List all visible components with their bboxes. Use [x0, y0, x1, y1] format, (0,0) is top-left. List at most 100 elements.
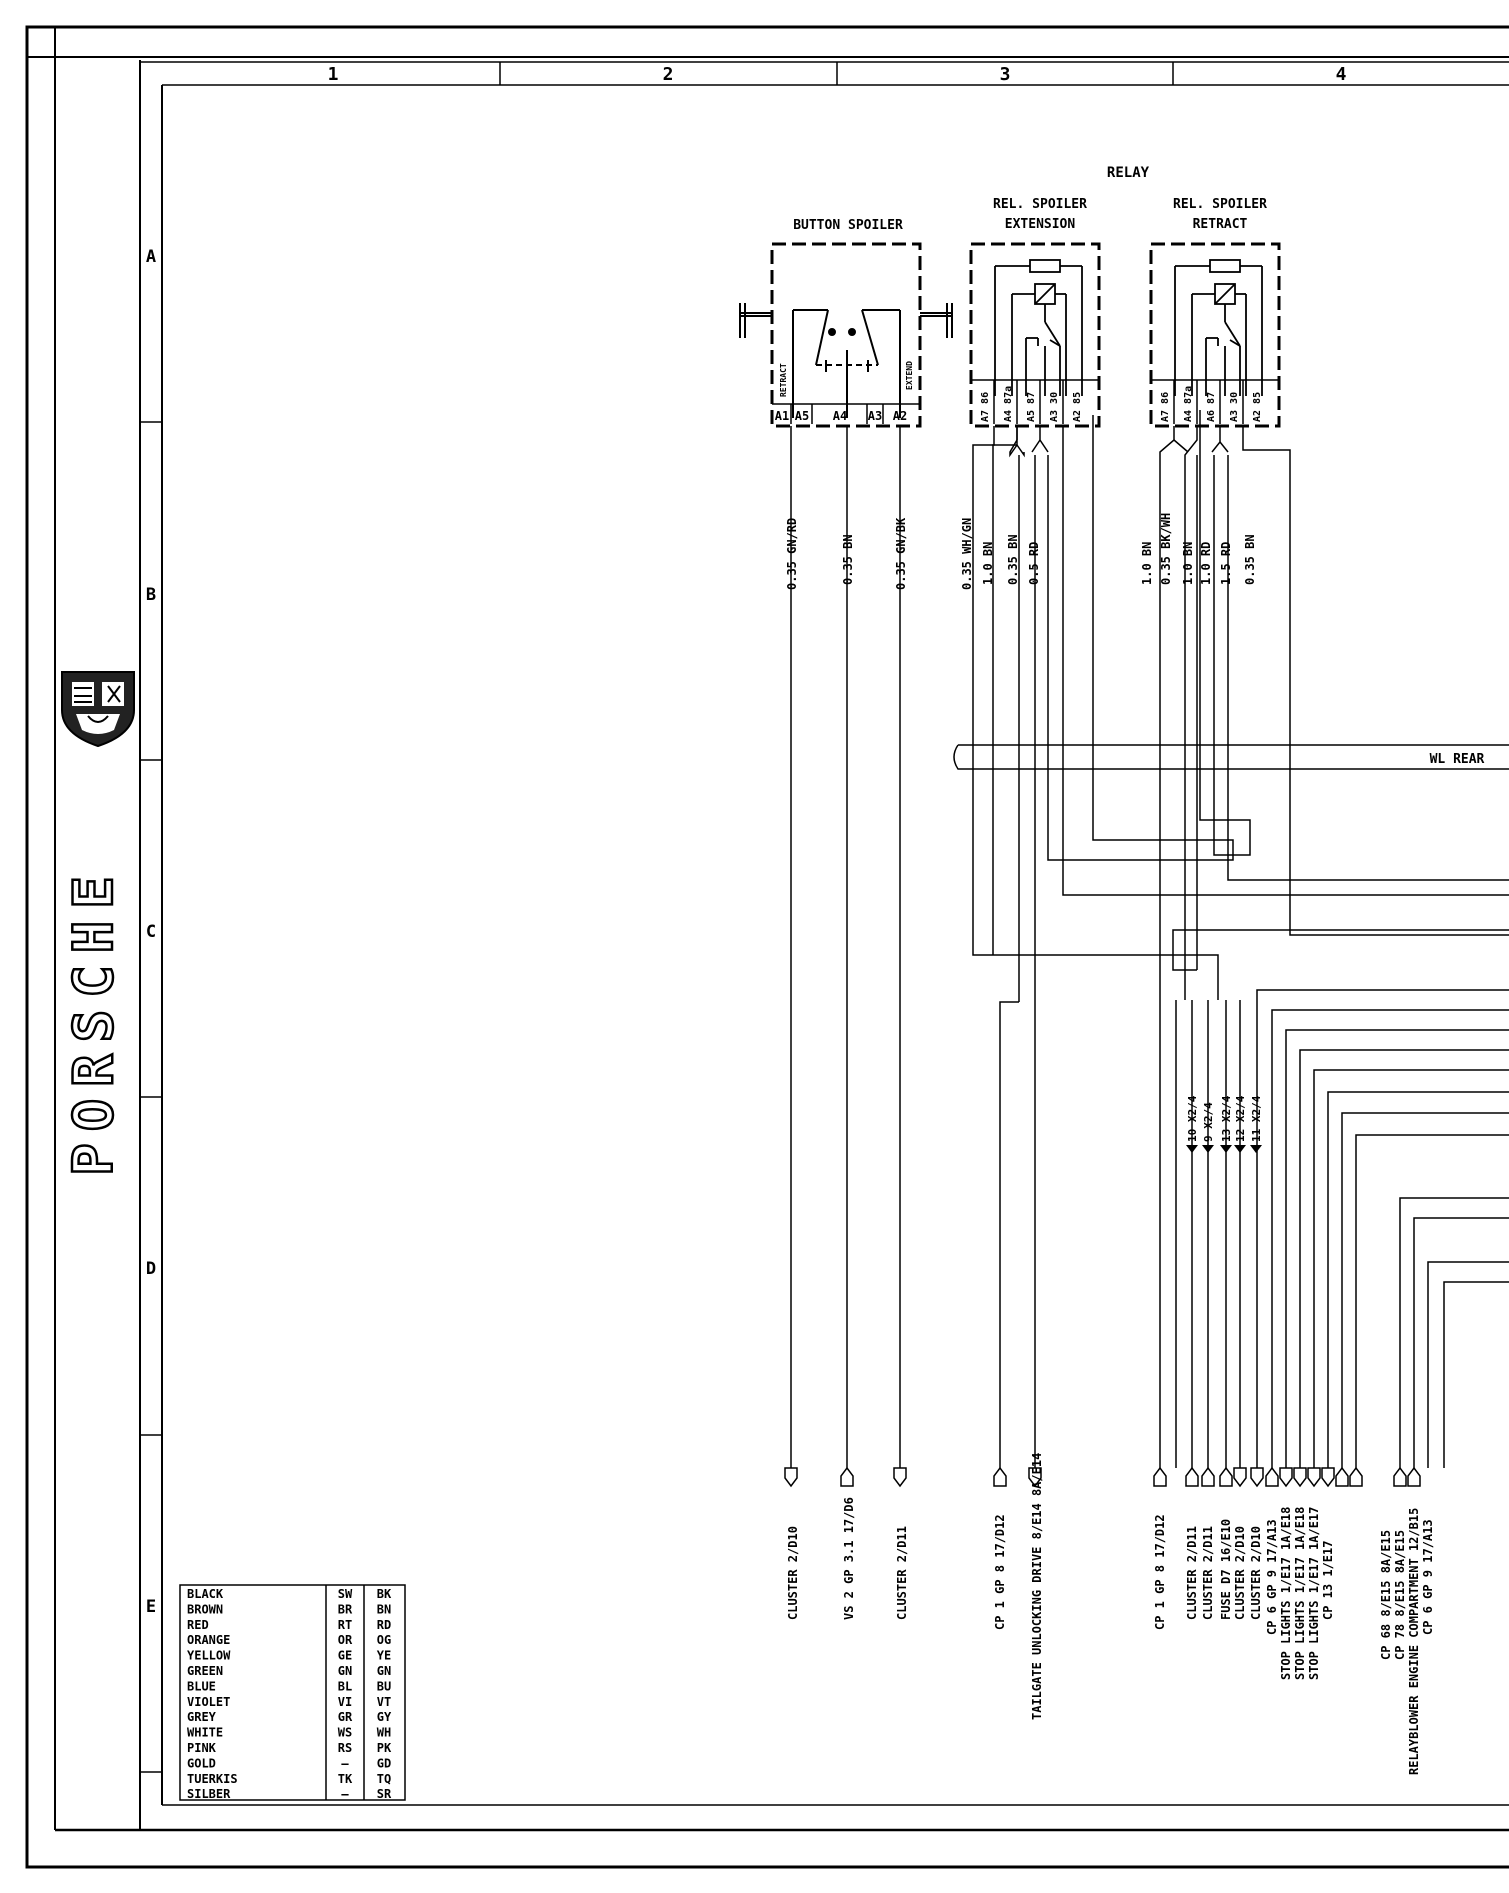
wire-label-ext-4: 0.5 RD	[1027, 542, 1041, 585]
relay-extension-symbol	[994, 259, 1083, 396]
legend-de-green: GN	[338, 1664, 352, 1678]
relay-retract-pin-85: A2 85	[1252, 392, 1263, 422]
destination-label: CLUSTER 2/D11	[1185, 1526, 1199, 1620]
legend-name-tuerkis: TUERKIS	[187, 1772, 238, 1786]
legend-de-yellow: GE	[338, 1649, 352, 1663]
relay-retract-pin-87a: A4 87a	[1183, 386, 1194, 422]
legend-name-red: RED	[187, 1618, 209, 1632]
legend-de-tuerkis: TK	[338, 1772, 353, 1786]
destination-label: RELAYBLOWER ENGINE COMPARTMENT 12/B15	[1407, 1508, 1421, 1775]
legend-name-violet: VIOLET	[187, 1695, 230, 1709]
legend-en-grey: GY	[377, 1710, 392, 1724]
legend-name-yellow: YELLOW	[187, 1649, 231, 1663]
button-spoiler-switch-symbol	[739, 303, 953, 418]
relay-extension-pin-86: A7 86	[980, 392, 991, 422]
grid-row-A: A	[146, 247, 156, 267]
legend-en-green: GN	[377, 1664, 391, 1678]
legend-en-blue: BU	[377, 1679, 391, 1693]
wire-label-button-2: 0.35 BN	[841, 534, 855, 585]
legend-en-orange: OG	[377, 1633, 391, 1647]
relay-extension-pin-row	[971, 379, 1099, 424]
legend-name-brown: BROWN	[187, 1602, 223, 1616]
destination-label: FUSE D7 16/E10	[1219, 1519, 1233, 1620]
legend-en-brown: BN	[377, 1602, 391, 1616]
legend-en-silber: SR	[377, 1787, 392, 1801]
destination-label: CP 1 GP 8 17/D12	[993, 1514, 1007, 1630]
grid-row-C: C	[146, 922, 156, 942]
relay-extension-pin-30: A3 30	[1049, 392, 1060, 422]
legend-en-gold: GD	[377, 1756, 391, 1770]
legend-en-tuerkis: TQ	[377, 1772, 391, 1786]
button-spoiler-pin-a5: A5	[795, 409, 809, 423]
legend-de-brown: BR	[338, 1602, 353, 1616]
legend-name-orange: ORANGE	[187, 1633, 230, 1647]
grid-row-B: B	[146, 585, 156, 605]
button-spoiler-pin-row	[772, 403, 920, 424]
wire-network	[790, 410, 1509, 1468]
wire-label-ret-5: 1.5 RD	[1219, 542, 1233, 585]
legend-name-blue: BLUE	[187, 1679, 216, 1693]
relay-retract-pin-row	[1151, 379, 1279, 424]
destination-label: CLUSTER 2/D10	[1249, 1526, 1263, 1620]
wire-label-ret-3: 1.0 BN	[1181, 542, 1195, 585]
destination-label: CLUSTER 2/D10	[786, 1526, 800, 1620]
legend-en-yellow: YE	[377, 1649, 391, 1663]
wire-label-ret-4: 1.0 RD	[1199, 542, 1213, 585]
legend-name-green: GREEN	[187, 1664, 223, 1678]
legend-en-pink: PK	[377, 1741, 392, 1755]
button-spoiler-box	[770, 242, 922, 428]
relay-extension-box	[969, 242, 1101, 428]
grid-row-D: D	[146, 1259, 156, 1279]
button-spoiler-pin-a1: A1	[775, 409, 789, 423]
destination-label: STOP LIGHTS 1/E17 1A/E18	[1293, 1507, 1307, 1680]
wire-label-button-1: 0.35 GN/RD	[785, 518, 799, 590]
legend-name-white: WHITE	[187, 1726, 223, 1740]
relay-retract-title-line1: REL. SPOILER	[1173, 197, 1267, 212]
relay-retract-pin-30: A3 30	[1229, 392, 1240, 422]
relay-extension-title-line2: EXTENSION	[1005, 217, 1076, 232]
wire-label-ret-6: 0.35 BN	[1243, 534, 1257, 585]
frame	[25, 25, 1509, 1869]
grid-column-1: 1	[328, 64, 339, 85]
legend-de-grey: GR	[338, 1710, 353, 1724]
wire-label-ret-1: 1.0 BN	[1140, 542, 1154, 585]
relay-retract-pin-86: A7 86	[1160, 392, 1171, 422]
destination-label: STOP LIGHTS 1/E17 1A/E17	[1307, 1507, 1321, 1680]
relay-retract-symbol	[1174, 259, 1263, 396]
legend-name-silber: SILBER	[187, 1787, 231, 1801]
relay-extension-title-line1: REL. SPOILER	[993, 197, 1087, 212]
grid-column-4: 4	[1336, 64, 1347, 85]
relay-group-label: RELAY	[1107, 165, 1150, 181]
legend-name-pink: PINK	[187, 1741, 217, 1755]
connector-label-2: 9 X2/4	[1202, 1102, 1215, 1142]
wire-label-ext-3: 0.35 BN	[1006, 534, 1020, 585]
relay-extension-pin-85: A2 85	[1072, 392, 1083, 422]
destination-label: CLUSTER 2/D11	[895, 1526, 909, 1620]
legend-de-violet: VI	[338, 1695, 352, 1709]
button-spoiler-extend-label: EXTEND	[905, 361, 914, 390]
destination-labels: CLUSTER 2/D10 VS 2 GP 3.1 17/D6 CLUSTER …	[786, 1453, 1435, 1775]
legend-name-gold: GOLD	[187, 1756, 216, 1770]
destination-label: CP 1 GP 8 17/D12	[1153, 1514, 1167, 1630]
wire-label-ext-2: 1.0 BN	[981, 542, 995, 585]
grid-column-2: 2	[663, 64, 674, 85]
destination-label: CP 6 GP 9 17/A13	[1265, 1519, 1279, 1635]
harness-label: WL REAR	[1430, 752, 1485, 767]
grid-row-E: E	[146, 1597, 156, 1617]
wire-label-button-3: 0.35 GN/BK	[894, 517, 908, 590]
button-spoiler-title: BUTTON SPOILER	[793, 218, 903, 233]
relay-retract-title-line2: RETRACT	[1193, 217, 1248, 232]
relay-retract-box	[1149, 242, 1281, 428]
connector-label-4: 12 X2/4	[1234, 1095, 1247, 1142]
brand-text: PORSCHE	[62, 864, 125, 1176]
connector-x2-4-markers	[1186, 1145, 1262, 1153]
destination-label: CLUSTER 2/D10	[1233, 1526, 1247, 1620]
legend-name-grey: GREY	[187, 1710, 217, 1724]
connector-label-1: 10 X2/4	[1186, 1095, 1199, 1142]
button-spoiler-pin-a3: A3	[868, 409, 882, 423]
button-spoiler-pin-a2: A2	[893, 409, 907, 423]
legend-de-black: SW	[338, 1587, 353, 1601]
